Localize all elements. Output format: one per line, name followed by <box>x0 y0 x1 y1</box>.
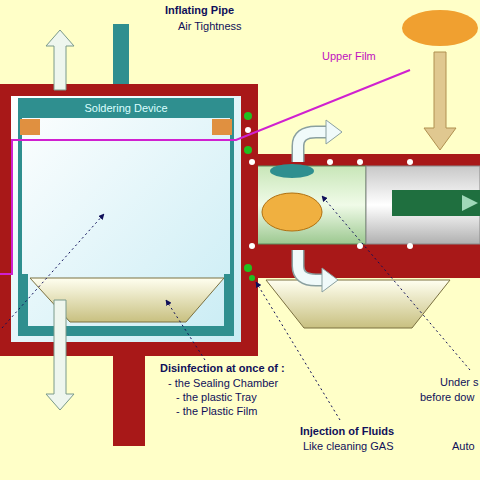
injection-port <box>270 164 314 178</box>
leader-lines <box>322 196 470 370</box>
chamber-inside <box>11 96 241 342</box>
solder-block <box>20 119 40 135</box>
leader-lines <box>2 214 104 328</box>
leader-lines <box>256 282 340 420</box>
bottom-pipe <box>113 352 145 446</box>
gray-cylinder <box>366 166 480 244</box>
film-label: Upper Film <box>322 50 376 63</box>
seal-dots <box>249 243 255 249</box>
tunnel-inside <box>246 166 480 244</box>
tunnel-housing <box>236 154 480 278</box>
solder-block <box>212 119 232 135</box>
product-ellipse <box>262 193 322 231</box>
feed-arrow <box>424 52 456 150</box>
seal-dots <box>407 243 413 249</box>
seal-dots <box>327 159 333 165</box>
seal-dots <box>244 264 252 272</box>
seal-dots <box>244 146 252 154</box>
leader-lines <box>166 300 205 360</box>
machine-illustration <box>326 120 342 144</box>
note-line: Under s <box>440 376 479 389</box>
part-label: Air Tightness <box>178 20 242 33</box>
seal-dots <box>249 275 255 281</box>
note-line: Like cleaning GAS <box>303 440 394 453</box>
tray-holder <box>18 274 234 336</box>
seal-dots <box>357 159 363 165</box>
leader-lines <box>2 196 470 420</box>
up-arrow <box>46 30 74 90</box>
seal-dots <box>244 112 252 120</box>
seal-dots <box>245 127 251 133</box>
node-text: Soldering Device <box>84 102 167 114</box>
machine-illustration <box>298 250 322 280</box>
seal-dots <box>407 159 413 165</box>
sealing-chamber <box>0 84 258 356</box>
down-arrow <box>46 300 74 410</box>
note-line: - the plastic Tray <box>176 391 257 404</box>
note-line: - the Sealing Chamber <box>168 377 278 390</box>
machine-illustration <box>298 132 326 162</box>
upper-film <box>0 70 410 274</box>
machine-illustration <box>298 250 322 280</box>
inflating-pipe <box>113 24 129 88</box>
feed-ellipse <box>402 10 478 46</box>
seal-dots <box>244 112 413 281</box>
soldering-bar: Soldering Device <box>22 98 230 118</box>
machine-illustration <box>322 268 338 292</box>
piston <box>392 190 480 216</box>
note-line: - the Plastic Film <box>176 405 257 418</box>
piston-arrow <box>462 195 478 211</box>
note-line: before dow <box>420 391 474 404</box>
note-heading: Disinfection at once of : <box>160 362 285 375</box>
note-heading: Injection of Fluids <box>300 425 394 438</box>
green-cylinder <box>246 166 366 244</box>
machine-illustration <box>298 132 326 162</box>
part-label: Inflating Pipe <box>165 4 234 17</box>
plastic-tray <box>266 280 450 328</box>
seal-dots <box>249 159 255 165</box>
note-line: Auto <box>452 440 475 453</box>
